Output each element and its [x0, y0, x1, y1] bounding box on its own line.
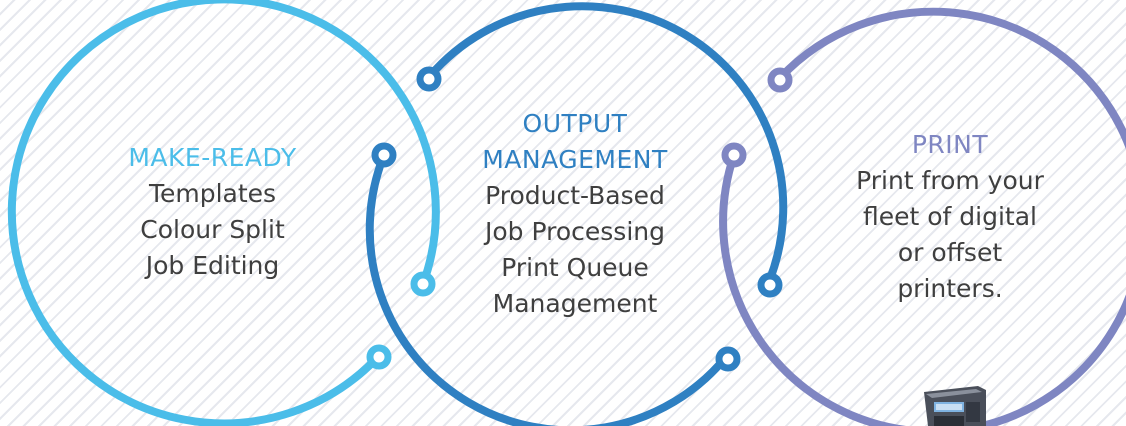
print-line-4: printers. — [897, 274, 1003, 303]
make-ready-node-end — [366, 344, 392, 370]
print-ring — [719, 7, 1126, 426]
output-management-line-2: Job Processing — [485, 217, 665, 246]
output-management-line-1: Product-Based — [485, 181, 665, 210]
make-ready-line-2: Colour Split — [140, 215, 285, 244]
output-management-node-1 — [416, 66, 442, 92]
output-management-node-2 — [371, 142, 397, 168]
output-management-node-3 — [757, 272, 783, 298]
output-management-ring-top — [426, 2, 788, 283]
output-management-title-1: OUTPUT — [522, 109, 628, 138]
print-block: PRINT Print from your fleet of digital o… — [830, 127, 1070, 307]
output-management-node-4 — [715, 346, 741, 372]
make-ready-node-start — [410, 271, 436, 297]
print-line-3: or offset — [897, 238, 1003, 267]
print-node-end — [721, 142, 747, 168]
output-management-ring-bottom — [365, 151, 730, 426]
make-ready-block: MAKE-READY Templates Colour Split Job Ed… — [105, 140, 320, 284]
print-line-2: fleet of digital — [863, 202, 1037, 231]
print-line-1: Print from your — [856, 166, 1044, 195]
output-management-line-4: Management — [492, 289, 658, 318]
print-node-start — [767, 67, 793, 93]
make-ready-line-1: Templates — [148, 179, 277, 208]
printer-icon — [924, 386, 986, 426]
make-ready-line-3: Job Editing — [145, 251, 280, 280]
output-management-line-3: Print Queue — [501, 253, 649, 282]
make-ready-title: MAKE-READY — [128, 143, 297, 172]
print-title: PRINT — [911, 130, 989, 159]
output-management-title-2: MANAGEMENT — [482, 145, 668, 174]
output-management-block: OUTPUT MANAGEMENT Product-Based Job Proc… — [455, 106, 695, 322]
make-ready-ring — [7, 0, 440, 426]
